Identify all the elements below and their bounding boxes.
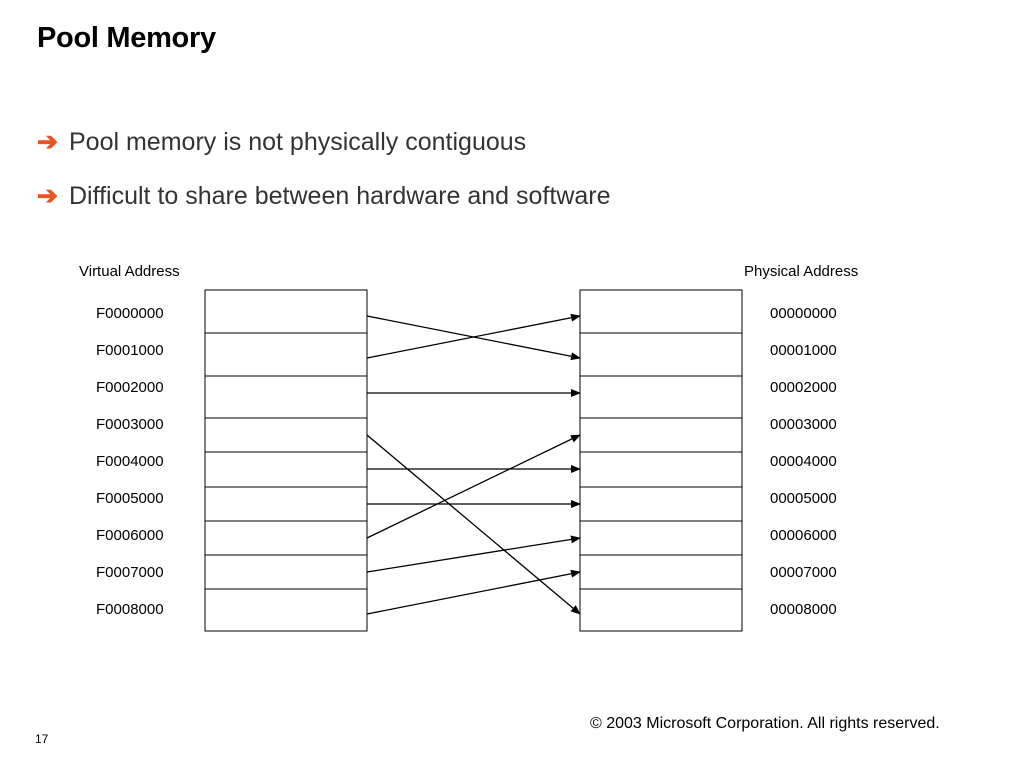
bullet-item: ➔ Pool memory is not physically contiguo… [37, 127, 526, 157]
virtual-address: F0004000 [96, 453, 164, 470]
physical-address: 00006000 [770, 527, 837, 544]
virtual-address: F0005000 [96, 490, 164, 507]
virtual-address: F0003000 [96, 416, 164, 433]
physical-memory-block [579, 289, 743, 632]
bullet-item: ➔ Difficult to share between hardware an… [37, 181, 611, 211]
mapping-arrow [366, 434, 581, 539]
bullet-text: Pool memory is not physically contiguous [69, 127, 527, 156]
arrow-right-icon: ➔ [37, 128, 58, 156]
physical-address: 00002000 [770, 379, 837, 396]
virtual-address-label: Virtual Address [79, 263, 180, 280]
copyright-footer: © 2003 Microsoft Corporation. All rights… [590, 715, 940, 732]
virtual-address: F0008000 [96, 601, 164, 618]
page-number: 17 [35, 732, 49, 746]
virtual-address: F0000000 [96, 305, 164, 322]
physical-address: 00005000 [770, 490, 837, 507]
virtual-address: F0007000 [96, 564, 164, 581]
mapping-arrow [366, 569, 581, 615]
arrow-right-icon: ➔ [37, 182, 58, 210]
physical-address-label: Physical Address [744, 263, 859, 280]
virtual-address: F0006000 [96, 527, 164, 544]
mapping-arrow [366, 535, 581, 573]
physical-address: 00004000 [770, 453, 837, 470]
physical-address: 00007000 [770, 564, 837, 581]
virtual-memory-block [204, 289, 368, 632]
bullet-text: Difficult to share between hardware and … [69, 181, 611, 210]
physical-address: 00000000 [770, 305, 837, 322]
virtual-address: F0002000 [96, 379, 164, 396]
virtual-address: F0001000 [96, 342, 164, 359]
mapping-arrow [366, 313, 581, 359]
physical-address: 00001000 [770, 342, 837, 359]
physical-address: 00008000 [770, 601, 837, 618]
physical-address: 00003000 [770, 416, 837, 433]
mapping-arrow [366, 434, 581, 615]
slide-title: Pool Memory [37, 22, 216, 54]
